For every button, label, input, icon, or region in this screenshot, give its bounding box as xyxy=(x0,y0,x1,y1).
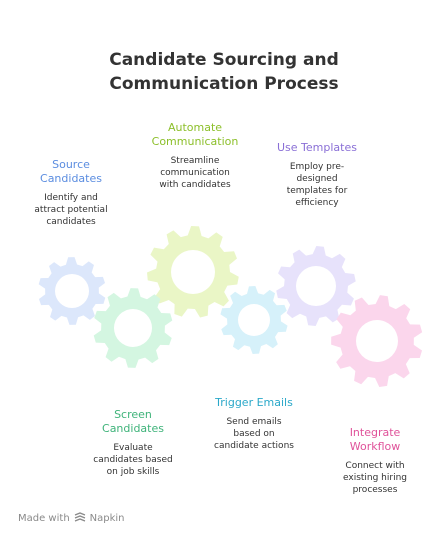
gear-screen-candidates xyxy=(93,288,173,368)
step-description: Evaluate candidates based on job skills xyxy=(93,443,173,477)
title-line-2: Communication Process xyxy=(109,74,339,94)
gear-shape xyxy=(220,286,288,354)
gear-shape xyxy=(331,295,423,387)
step-integrate-workflow: Integrate Workflow Connect with existing… xyxy=(318,426,432,496)
napkin-brand: Napkin xyxy=(89,512,125,524)
gear-integrate-workflow xyxy=(331,295,423,387)
step-title: Automate Communication xyxy=(151,121,239,148)
made-with-label: Made with xyxy=(18,512,70,524)
step-description: Send emails based on candidate actions xyxy=(214,417,294,451)
gear-shape xyxy=(276,246,356,326)
step-title: Integrate Workflow xyxy=(349,426,401,453)
step-source-candidates: Source Candidates Identify and attract p… xyxy=(14,158,128,228)
gear-automate-communication xyxy=(147,226,239,318)
step-description: Connect with existing hiring processes xyxy=(342,461,408,495)
step-title: Source Candidates xyxy=(40,158,102,185)
step-use-templates: Use Templates Employ pre- designed templ… xyxy=(262,141,372,209)
step-title: Screen Candidates xyxy=(102,408,164,435)
step-description: Employ pre- designed templates for effic… xyxy=(286,162,348,208)
gear-shape xyxy=(147,226,239,318)
gear-trigger-emails xyxy=(220,286,288,354)
step-description: Streamline communication with candidates xyxy=(159,156,231,190)
gear-shape xyxy=(38,257,106,325)
gear-source-candidates xyxy=(38,257,106,325)
title-line-1: Candidate Sourcing and xyxy=(109,50,339,70)
step-title: Use Templates xyxy=(277,141,357,154)
step-description: Identify and attract potential candidate… xyxy=(34,193,108,227)
made-with-napkin-footer[interactable]: Made with Napkin xyxy=(18,512,125,524)
step-screen-candidates: Screen Candidates Evaluate candidates ba… xyxy=(76,408,190,478)
gear-shape xyxy=(93,288,173,368)
napkin-logo-icon xyxy=(74,512,85,522)
diagram-title: Candidate Sourcing and Communication Pro… xyxy=(0,48,448,96)
gear-use-templates xyxy=(276,246,356,326)
step-automate-communication: Automate Communication Streamline commun… xyxy=(140,121,250,191)
step-title: Trigger Emails xyxy=(215,396,293,409)
step-trigger-emails: Trigger Emails Send emails based on cand… xyxy=(196,396,312,452)
